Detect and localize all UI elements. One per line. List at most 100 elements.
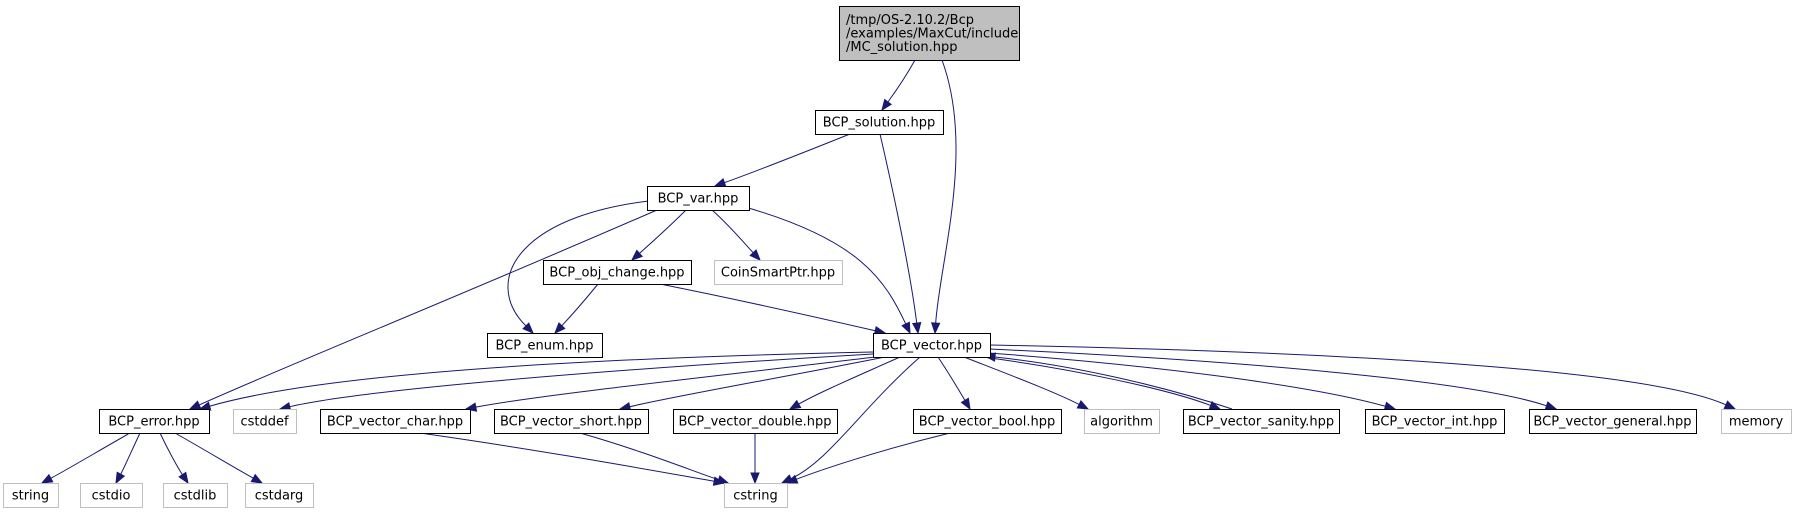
node-box <box>99 409 210 434</box>
edge-bcp-vector-bool-to-cstring <box>785 432 951 484</box>
edge-line <box>629 356 886 408</box>
node-label: BCP_error.hpp <box>108 415 199 430</box>
node-label: BCP_vector_sanity.hpp <box>1188 415 1334 430</box>
node-bcp-vector-short[interactable]: BCP_vector_short.hpp <box>494 409 649 434</box>
node-box <box>487 333 603 358</box>
node-bcp-vector-char[interactable]: BCP_vector_char.hpp <box>320 409 471 434</box>
edge-bcp-var-to-bcp-vector <box>744 206 911 335</box>
node-box <box>163 483 228 508</box>
node-label: BCP_vector_short.hpp <box>500 415 642 430</box>
edge-bcp-solution-to-bcp-var <box>713 133 851 187</box>
arrowhead <box>749 249 761 261</box>
arrowhead <box>40 473 54 484</box>
edge-line <box>561 283 599 327</box>
node-box <box>1365 409 1505 434</box>
node-box <box>3 483 59 508</box>
arrowhead <box>901 321 911 335</box>
node-bcp-enum[interactable]: BCP_enum.hpp <box>487 333 603 358</box>
node-label: BCP_vector_int.hpp <box>1372 415 1498 430</box>
node-algorithm: algorithm <box>1084 409 1160 434</box>
arrowhead <box>188 400 202 410</box>
node-box <box>913 409 1062 434</box>
edge-root-to-bcp-vector <box>930 59 957 335</box>
node-box <box>839 6 1020 61</box>
node-label: BCP_solution.hpp <box>823 116 935 131</box>
node-label: cstddef <box>240 415 289 430</box>
node-bcp-vector-double[interactable]: BCP_vector_double.hpp <box>673 409 838 434</box>
node-cstdarg: cstdarg <box>245 483 314 508</box>
edge-bcp-var-to-bcp-obj-change <box>630 209 687 261</box>
node-label: /MC_solution.hpp <box>846 40 958 55</box>
edge-bcp-vector-to-bcp-vector-short <box>618 356 886 412</box>
node-box <box>1529 409 1697 434</box>
node-label: memory <box>1729 415 1784 430</box>
node-bcp-vector[interactable]: BCP_vector.hpp <box>873 333 991 358</box>
node-box <box>320 409 471 434</box>
node-bcp-vector-bool[interactable]: BCP_vector_bool.hpp <box>913 409 1062 434</box>
edge-line <box>982 356 1211 406</box>
edge-bcp-vector-to-bcp-vector-double <box>788 356 901 410</box>
node-root[interactable]: /tmp/OS-2.10.2/Bcp/examples/MaxCut/inclu… <box>839 6 1020 61</box>
node-label: BCP_vector_double.hpp <box>678 415 831 430</box>
edge-line <box>659 283 876 332</box>
edge-line <box>507 198 671 327</box>
edge-bcp-var-to-bcp-enum <box>507 198 671 334</box>
edge-root-to-bcp-solution <box>881 59 916 112</box>
edge-line <box>198 209 658 406</box>
arrowhead <box>630 249 643 261</box>
edge-line <box>639 209 687 254</box>
node-box <box>1721 409 1792 434</box>
node-bcp-solution[interactable]: BCP_solution.hpp <box>815 110 944 135</box>
arrowhead <box>178 471 189 485</box>
node-label: cstdlib <box>174 489 217 504</box>
node-box <box>1084 409 1160 434</box>
node-bcp-error[interactable]: BCP_error.hpp <box>99 409 210 434</box>
edge-line <box>120 432 141 475</box>
node-box <box>714 260 843 285</box>
node-box <box>245 483 314 508</box>
edge-bcp-vector-char-to-cstring <box>419 432 726 486</box>
node-box <box>873 333 991 358</box>
node-label: algorithm <box>1090 415 1153 430</box>
node-label: /tmp/OS-2.10.2/Bcp <box>846 13 974 28</box>
edge-line <box>879 133 918 324</box>
edge-bcp-vector-short-to-cstring <box>579 432 730 485</box>
node-cstdlib: cstdlib <box>163 483 228 508</box>
edge-bcp-error-to-cstdio <box>115 432 141 485</box>
edge-line <box>790 356 921 480</box>
node-label: string <box>12 489 49 504</box>
edge-bcp-vector-to-memory <box>988 344 1737 410</box>
arrowhead <box>115 471 126 485</box>
edge-line <box>419 432 715 482</box>
node-bcp-var[interactable]: BCP_var.hpp <box>647 186 750 211</box>
edge-line <box>988 344 1727 406</box>
arrowhead <box>911 321 922 335</box>
edge-bcp-vector-to-algorithm <box>963 356 1090 410</box>
node-bcp-vector-sanity[interactable]: BCP_vector_sanity.hpp <box>1183 409 1340 434</box>
edge-bcp-obj-change-to-bcp-enum <box>554 283 599 334</box>
edge-bcp-solution-to-bcp-vector <box>879 133 922 335</box>
edge-line <box>937 356 966 401</box>
node-label: BCP_vector.hpp <box>881 339 982 354</box>
node-cstring: cstring <box>724 483 788 508</box>
arrowhead <box>1076 399 1090 410</box>
arrowhead <box>1383 401 1397 411</box>
edge-line <box>935 59 957 324</box>
node-coinsmartptr: CoinSmartPtr.hpp <box>714 260 843 285</box>
node-bcp-vector-general[interactable]: BCP_vector_general.hpp <box>1529 409 1697 434</box>
edge-bcp-error-to-string <box>40 432 131 484</box>
edge-line <box>724 133 851 184</box>
edge-bcp-vector-to-bcp-vector-int <box>988 352 1397 411</box>
node-bcp-vector-int[interactable]: BCP_vector_int.hpp <box>1365 409 1505 434</box>
arrowhead <box>930 322 941 335</box>
node-memory: memory <box>1721 409 1792 434</box>
edge-line <box>988 348 1547 407</box>
edge-bcp-var-to-bcp-error <box>188 209 658 410</box>
edge-line <box>174 432 254 479</box>
edge-line <box>159 432 183 475</box>
node-bcp-obj-change[interactable]: BCP_obj_change.hpp <box>543 260 692 285</box>
edge-line <box>798 356 901 405</box>
edge-line <box>994 356 1233 410</box>
edge-bcp-vector-sanity-to-bcp-vector <box>983 352 1233 410</box>
